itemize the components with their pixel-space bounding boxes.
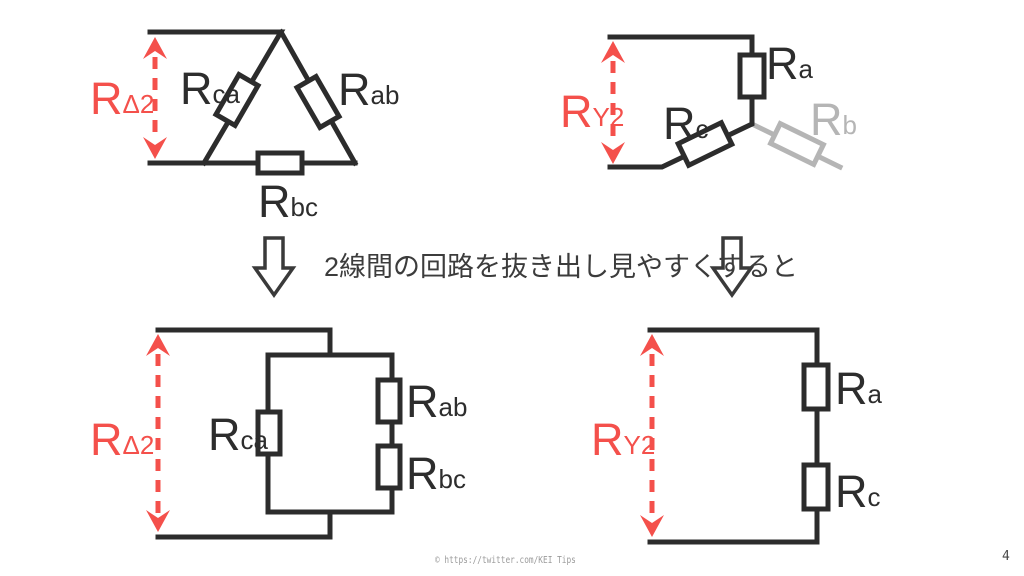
measure-arrow-ry2-bottom [640,334,664,537]
caption-text: 2線間の回路を抜き出し見やすくすると [324,252,799,282]
arrowhead-down-icon [601,142,625,164]
top-lead-wire [155,327,333,358]
measure-arrow-rdelta2-bottom [146,334,170,532]
resistor-rc-body [674,119,736,169]
wye-main-wire [607,34,755,170]
arrowhead-up-icon [640,334,664,356]
arrowhead-up-icon [143,37,167,59]
page-number: 4 [1002,549,1010,564]
resistor-rab-body [293,73,343,131]
arrowhead-down-icon [143,137,167,159]
arrowhead-up-icon [146,334,170,356]
measure-arrow-ry2-top [601,41,625,164]
resistor-rca-body [212,71,262,129]
resistor-rbc-body [255,150,305,176]
arrowhead-down-icon [146,510,170,532]
down-arrow-left-icon [251,236,297,299]
resistor-rbc-body [375,443,403,491]
resistor-rca-body [255,409,283,457]
delta-circuit [147,28,359,176]
delta-extracted-circuit [155,327,403,540]
wye-extracted-circuit [647,327,831,545]
parallel-loop-wire [265,352,395,515]
wye-circuit [607,34,844,171]
arrowhead-down-icon [640,515,664,537]
measure-arrow-rdelta2-top [143,37,167,159]
resistor-ra-body [737,52,767,100]
resistor-rc-body [801,462,831,512]
resistor-ra-body [801,362,831,412]
arrowhead-up-icon [601,41,625,63]
resistor-rab-body [375,377,403,425]
down-arrow-right-icon [709,236,755,299]
bottom-lead-wire [155,509,333,540]
footer-credit-text: © https://twitter.com/KEI Tips [435,555,576,566]
resistor-rb-body-inactive [767,120,827,168]
series-loop-wire [647,327,820,545]
